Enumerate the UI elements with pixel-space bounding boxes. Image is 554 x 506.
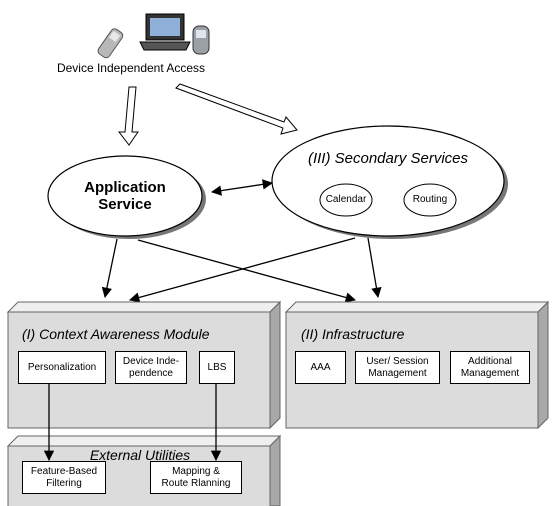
device-independence-box: Device Inde- pendence: [115, 351, 187, 384]
laptop-icon: [139, 13, 191, 51]
handheld-device-icon: [192, 25, 210, 55]
external-utilities-title: External Utilities: [89, 447, 191, 463]
app-to-context-arrow: [101, 238, 118, 299]
application-service-line1: Application: [84, 179, 166, 196]
context-module-title: (I) Context Awareness Module: [22, 326, 210, 342]
mapping-route-planning-box: Mapping & Route Rlanning: [150, 461, 242, 494]
application-service-ellipse: [47, 155, 206, 239]
application-service-line2: Service: [98, 196, 152, 214]
feature-based-filtering-box: Feature-Based Filtering: [22, 461, 106, 494]
device-access-label: Device Independent Access: [56, 61, 206, 75]
lbs-box: LBS: [199, 351, 235, 384]
secondary-services-title: (III) Secondary Services: [307, 150, 469, 167]
mobile-phone-icon: [97, 28, 124, 59]
routing-label: Routing: [412, 194, 448, 205]
application-secondary-arrow: [210, 179, 274, 196]
access-to-secondary-arrow: [175, 83, 298, 135]
app-to-infrastructure-arrow: [137, 239, 357, 303]
calendar-label: Calendar: [325, 194, 367, 205]
access-to-application-arrow: [117, 86, 139, 146]
application-service-label: Application Service: [70, 179, 180, 214]
personalization-box: Personalization: [18, 351, 106, 384]
secondary-services-ellipse: [271, 125, 508, 239]
infrastructure-title: (II) Infrastructure: [301, 326, 405, 342]
additional-management-box: Additional Management: [450, 351, 530, 384]
secondary-to-infrastructure-arrow: [367, 237, 382, 299]
aaa-box: AAA: [295, 351, 346, 384]
user-session-management-box: User/ Session Management: [355, 351, 440, 384]
secondary-to-context-arrow: [128, 237, 356, 303]
